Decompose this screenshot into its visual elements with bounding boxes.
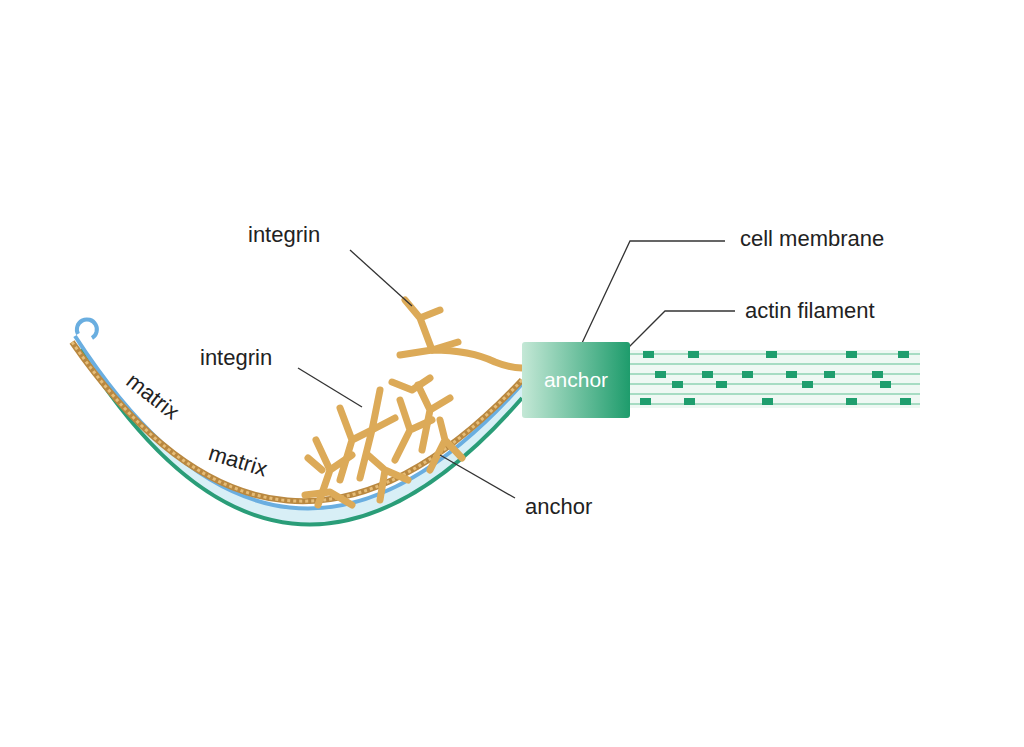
actin-strands <box>628 354 920 404</box>
leader-line <box>620 311 735 356</box>
anchor-box: anchor <box>522 342 630 418</box>
membrane-band <box>72 319 522 525</box>
part-label: integrin <box>248 222 320 248</box>
actin-bundle <box>628 350 920 408</box>
band-end-loop <box>77 319 97 338</box>
part-label: integrin <box>200 345 272 371</box>
leader-line <box>298 368 362 407</box>
matrix-rope <box>72 342 522 501</box>
rope-twist <box>72 342 522 501</box>
part-label: anchor <box>525 494 592 520</box>
part-label: actin filament <box>745 298 875 324</box>
leader-lines <box>298 241 735 498</box>
leader-line <box>575 241 725 358</box>
actin-subunits <box>640 351 911 405</box>
leader-line <box>350 250 412 306</box>
node-label: anchor <box>544 368 608 392</box>
band-fill <box>75 336 522 525</box>
integrin-upper <box>400 300 522 368</box>
actin-background <box>628 350 920 408</box>
part-label: cell membrane <box>740 226 884 252</box>
part-label: matrix <box>205 440 270 482</box>
integrin-cluster <box>305 378 462 505</box>
leader-line <box>440 455 515 498</box>
